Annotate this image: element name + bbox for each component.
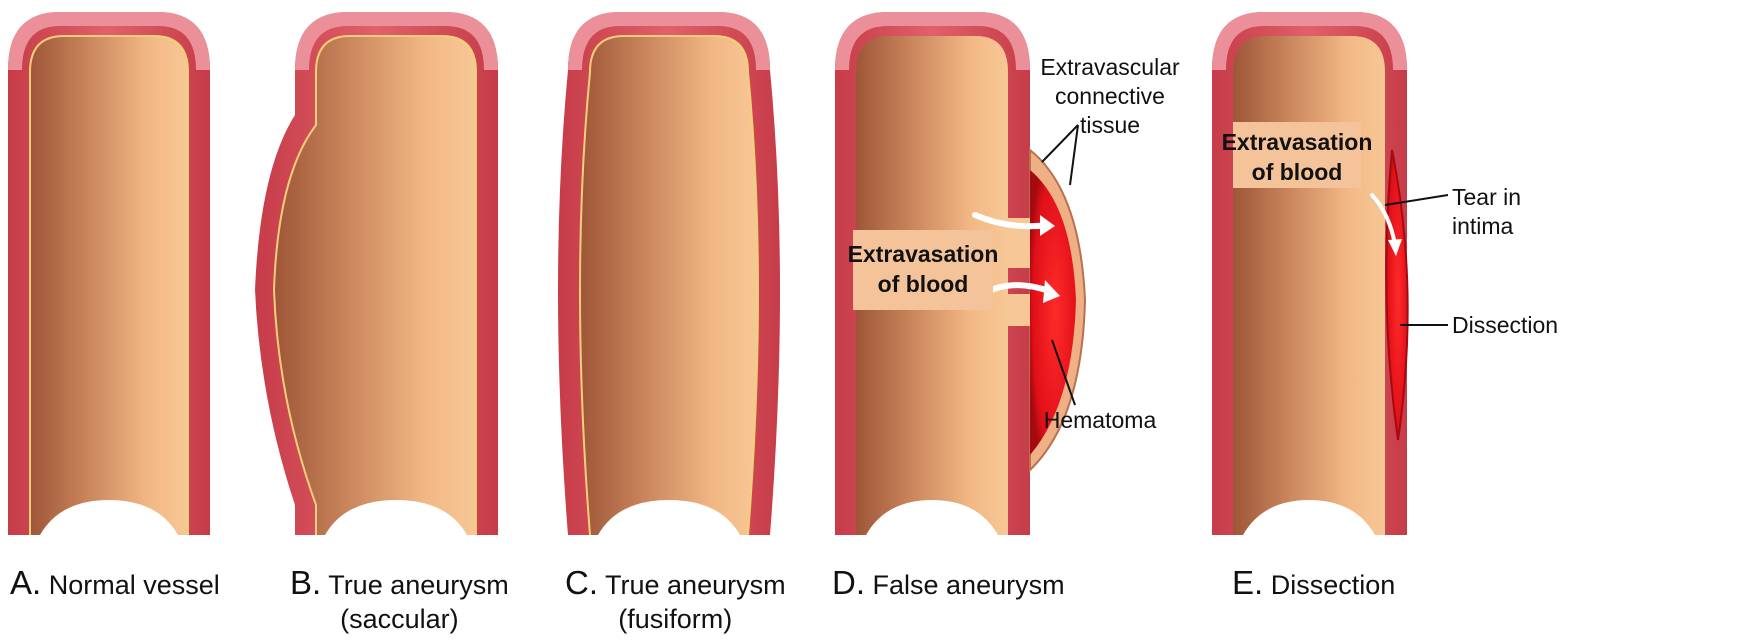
caption-a: A. Normal vessel (10, 566, 220, 602)
label-tear-1: Tear in (1452, 184, 1521, 210)
label-d-extravasation-2: of blood (878, 271, 969, 297)
label-dissection: Dissection (1452, 312, 1558, 338)
panel-e-vessel (1212, 12, 1448, 535)
label-e-extravasation-1: Extravasation (1222, 129, 1373, 155)
panel-a-vessel (8, 12, 210, 535)
caption-b-subtitle: (saccular) (290, 602, 509, 636)
label-extravascular-3: tissue (1080, 112, 1140, 138)
caption-d-letter: D. (832, 564, 865, 601)
label-tear-2: intima (1452, 213, 1514, 239)
caption-e-title: Dissection (1271, 570, 1396, 600)
caption-b-title: True aneurysm (328, 570, 509, 600)
caption-c-letter: C. (565, 564, 598, 601)
caption-d-title: False aneurysm (873, 570, 1065, 600)
caption-e: E. Dissection (1232, 566, 1395, 602)
label-extravascular-2: connective (1055, 83, 1165, 109)
caption-c: C. True aneurysm (fusiform) (565, 566, 786, 636)
caption-d: D. False aneurysm (832, 566, 1065, 602)
caption-b-letter: B. (290, 564, 321, 601)
caption-a-title: Normal vessel (49, 570, 220, 600)
label-extravascular-1: Extravascular (1040, 54, 1180, 80)
panel-c-vessel (558, 12, 780, 535)
caption-a-letter: A. (10, 564, 41, 601)
caption-e-letter: E. (1232, 564, 1263, 601)
label-e-extravasation-2: of blood (1252, 159, 1343, 185)
caption-c-title: True aneurysm (605, 570, 786, 600)
panel-b-vessel (255, 12, 498, 535)
caption-b: B. True aneurysm (saccular) (290, 566, 509, 636)
label-d-extravasation-1: Extravasation (848, 241, 999, 267)
caption-c-subtitle: (fusiform) (565, 602, 786, 636)
label-hematoma: Hematoma (1044, 407, 1157, 433)
